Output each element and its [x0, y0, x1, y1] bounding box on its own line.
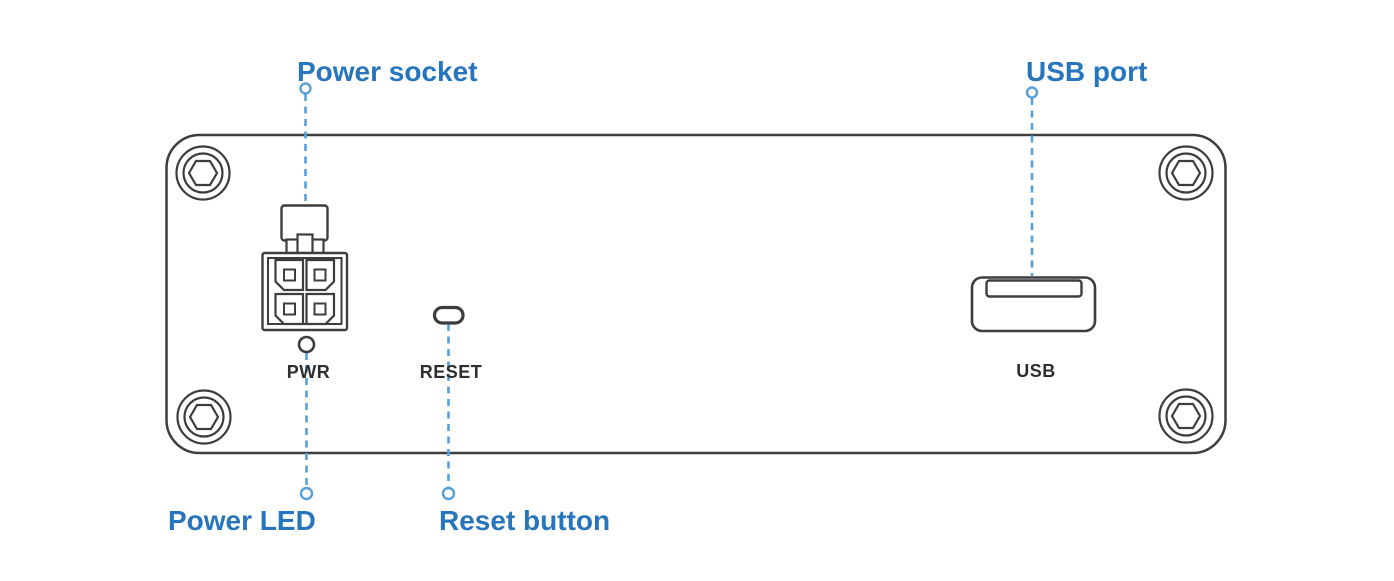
screw-bottom-right-icon — [1158, 388, 1214, 444]
callout-reset-button: Reset button — [439, 505, 610, 536]
reset-button-icon — [432, 305, 465, 325]
power-led-icon — [297, 335, 316, 354]
reset-label: RESET — [420, 362, 483, 382]
usb-label: USB — [1016, 361, 1056, 381]
reset-button-leader-line — [441, 324, 456, 501]
usb-port-icon — [970, 276, 1097, 333]
pwr-label: PWR — [287, 362, 331, 382]
usb-port-leader-line — [1025, 86, 1039, 276]
callout-usb-port: USB port — [1026, 56, 1147, 87]
screw-top-left-icon — [175, 145, 231, 201]
power-led-leader-line — [299, 353, 314, 501]
screw-top-right-icon — [1158, 145, 1214, 201]
power-socket-leader-line — [299, 82, 312, 203]
callout-power-socket: Power socket — [297, 56, 478, 87]
screw-bottom-left-icon — [176, 389, 232, 445]
panel-outline — [165, 133, 1227, 455]
power-socket-connector-icon — [261, 204, 349, 332]
callout-power-led: Power LED — [168, 505, 316, 536]
